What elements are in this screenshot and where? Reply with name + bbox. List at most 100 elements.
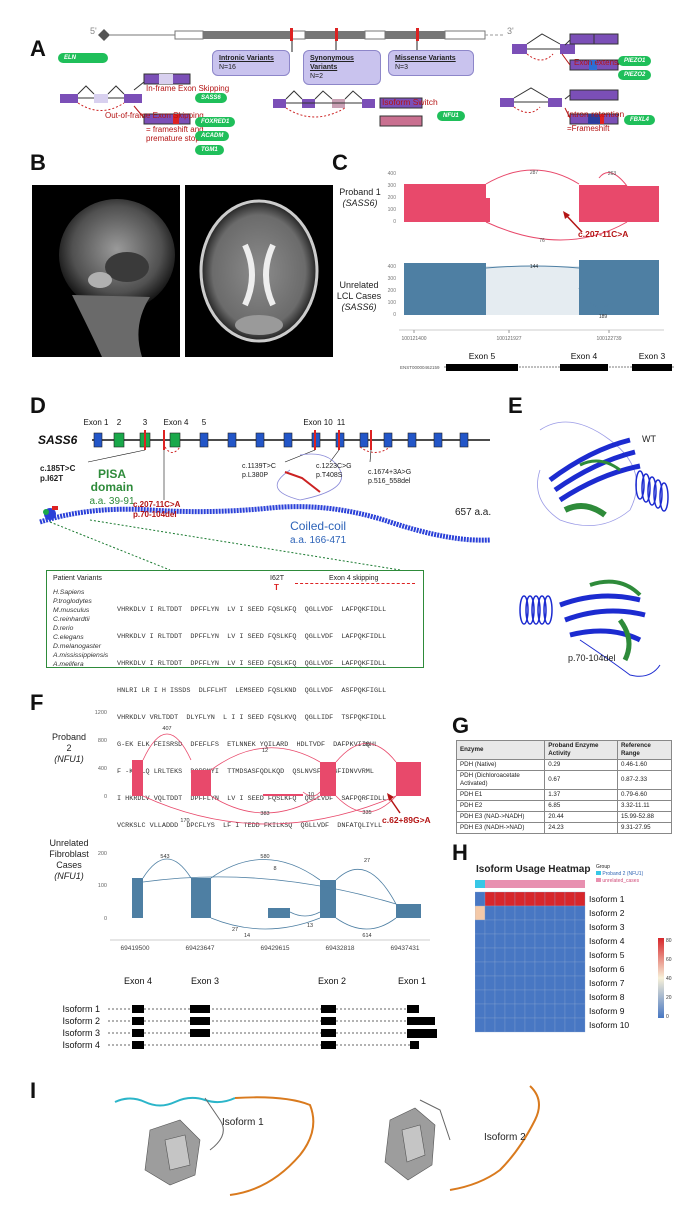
heatmap-group-cell [565,880,575,888]
heatmap-cell [484,975,496,991]
f-control-line4: (NFU1) [54,871,84,881]
heatmap-cell [484,891,496,907]
heatmap-title: Isoform Usage Heatmap [476,864,591,875]
table-cell: PDH E2 [455,800,546,812]
table-cell: PDH (Dichloroacetate Activated) [455,770,546,790]
c-control-cov-exon5 [404,263,486,315]
f-exon3-label: Exon 3 [191,976,219,986]
c-control-cov-exon4 [579,260,627,315]
heatmap-cell [574,933,586,949]
heatmap-group-cell [555,880,565,888]
heatmap-cell [494,975,506,991]
panel-letter-h: H [452,840,468,865]
d-variant-l380p: c.1139T>C p.L380P [242,462,276,480]
heatmap-cell [475,975,486,991]
gene-pill-nfu1: NFU1 [437,111,465,121]
heatmap-cell [484,905,496,921]
gene-pill-acadm: ACADM [195,131,230,141]
d-protein-length: 657 a.a. [455,507,492,518]
c-proband-junction-arc3 [485,221,628,241]
three-prime-label: 3' [507,26,514,36]
e-structure-mut [519,579,661,677]
exon-extension-label: Exon extension [574,58,629,67]
c-control-cov-intron [486,266,579,315]
heatmap-cell [524,961,536,977]
d-variant-exon4-line2: p.70-104del [133,510,177,519]
msa-species-3: C.reinhardtii [53,616,90,623]
c-ytick-top-3: 100 [388,207,397,213]
heatmap-cell [564,933,576,949]
table-cell: 0.46-1.60 [616,759,673,771]
heatmap-cell [554,989,566,1005]
c-control-junction-arc2 [578,287,628,308]
heatmap-cell [475,891,486,907]
panel-letter-c: C [332,150,348,175]
heatmap-row-label: Isoform 1 [589,894,625,904]
heatmap-cell [524,905,536,921]
mri-sagittal-image [32,185,180,357]
heatmap-cell [504,975,516,991]
table-cell: 0.67 [544,770,618,790]
msa-seq-8: VCRKSLC VLLADDD DPCFLYS LF I TEDD FKILKS… [117,822,383,830]
panel-letter-d: D [30,393,46,418]
d-exon-label-5: 5 [202,418,207,427]
d-variant-i62t-line2: p.I62T [40,474,64,483]
table-cell: 0.79-6.60 [616,789,673,801]
table-cell: 6.85 [544,800,618,812]
heatmap-cell [524,919,536,935]
f-proband-line3: (NFU1) [54,754,84,764]
msa-seq-1: VHRKDLV I RLTDDT DPFFLYN LV I SEED FQSLK… [117,633,387,641]
table-cell: 1.37 [544,789,618,801]
heatmap-cell [484,919,496,935]
d-variant-t408s: c.1223C>G p.T408S [316,462,352,480]
heatmap-row-label: Isoform 7 [589,978,625,988]
f-junc-8: 8 [273,866,276,872]
heatmap-cell [514,933,526,949]
c-ytick-top-1: 300 [388,183,397,189]
heatmap-cell [534,919,546,935]
d-exon-label-3: 3 [143,418,148,427]
f-proband-cov-exon4 [132,760,143,796]
heatmap-row-label: Isoform 9 [589,1006,625,1016]
heatmap-cell [514,989,526,1005]
heatmap-cell [504,933,516,949]
missense-variants-box: Missense Variants N=3 [388,50,474,76]
table-cell: PDH E3 (NADH->NAD) [455,822,546,834]
f-junc-614: 614 [362,933,371,939]
f-proband-cov-exon1 [396,762,421,796]
heatmap-cell [514,975,526,991]
heatmap-cell [554,919,566,935]
proband1-label-line2: (SASS6) [342,198,378,208]
heatmap-group-cell [505,880,515,888]
heatmap-cell [504,905,516,921]
d-variant-i62t: c.185T>C p.I62T [40,464,75,484]
msa-exon4-dashes [295,583,415,584]
heatmap-row-label: Isoform 5 [589,950,625,960]
f-junc-26: 26 [364,742,370,748]
heatmap-cell [494,961,506,977]
heatmap-cell [524,989,536,1005]
heatmap-row-label: Isoform 2 [589,908,625,918]
heatmap-legend-unrelated: unrelated_cases [596,878,639,884]
panel-letter-b: B [30,150,46,175]
d-pisa-line1: PISA [97,467,126,481]
heatmap-cell [504,1003,516,1019]
heatmap-row-label: Isoform 6 [589,964,625,974]
heatmap-cell [534,975,546,991]
c-control-junction-arc1 [485,265,580,269]
gene-pill-piezo1: PIEZO1 [618,56,652,66]
outframe-skipping-label: Out-of-frame Exon Skipping [105,111,204,120]
f-isoform2-label: Isoform 2 [62,1016,100,1026]
c-ytick-top-2: 200 [388,195,397,201]
heatmap-cell [475,1017,486,1033]
heatmap-cell [564,891,576,907]
f-ytick-top-2: 400 [98,766,107,772]
f-xtick-0: 69419500 [121,945,150,952]
heatmap-group-cell [575,880,585,888]
msa-species-6: D.melanogaster [53,643,101,650]
e-mut-label: p.70-104del [568,653,616,663]
f-isoform1-label: Isoform 1 [62,1004,100,1014]
